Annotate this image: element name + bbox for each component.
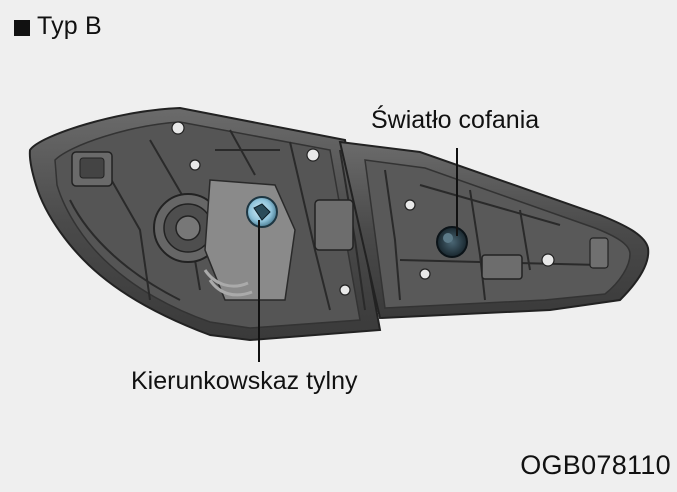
turn-signal-bulb [246,196,278,228]
callout-rear-turn-signal: Kierunkowskaz tylny [131,367,358,395]
black-square-icon [14,19,30,36]
lamp-inner-panel-right [364,159,631,309]
variant-label: Typ B [37,12,102,40]
reverse-light-bulb [436,226,468,258]
socket-right-connectors [314,199,609,280]
variant-heading: Typ B [14,12,102,41]
figure-code: OGB078110 [520,450,671,480]
wiring [203,269,253,297]
screws [171,121,555,296]
socket-upper-left [71,151,113,187]
callout-reverse-light: Światło cofania [371,106,540,134]
